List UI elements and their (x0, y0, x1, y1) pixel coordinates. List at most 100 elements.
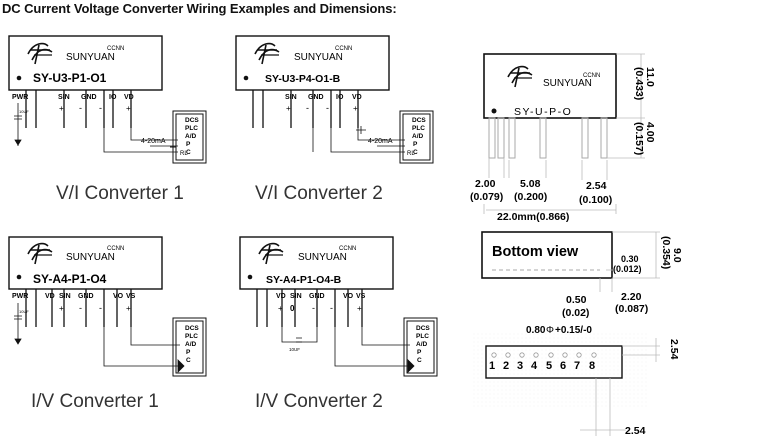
pin-label: VD (124, 94, 134, 101)
pin-number: 8 (589, 360, 595, 372)
dcs-label: DCS (412, 117, 426, 124)
svg-text:-: - (330, 303, 333, 313)
svg-text:-: - (326, 103, 329, 113)
module-vi-converter-1: CCNN SUNYUAN SY-U3-P1-O1 PWR SIN GND IO … (8, 35, 207, 164)
dcs-label: A/D (185, 341, 197, 348)
brand-name: SUNYUAN (543, 78, 592, 89)
svg-text:-: - (79, 303, 82, 313)
pin-label: PWR (12, 293, 28, 300)
dcs-label: PLC (185, 125, 198, 132)
part-number: SY-U3-P1-O1 (33, 71, 107, 85)
caption-iv-converter-2: I/V Converter 2 (255, 391, 383, 412)
pin-label: VS (356, 293, 366, 300)
dim-t3-in: (0.087) (615, 303, 648, 315)
pin-label: VD (276, 293, 286, 300)
caption-vi-converter-2: V/I Converter 2 (255, 183, 383, 204)
svg-text:+: + (126, 104, 131, 113)
cap-label: 10UF (289, 347, 300, 352)
dcs-label: DCS (416, 325, 430, 332)
dcs-label: DCS (185, 325, 199, 332)
dcs-label: A/D (412, 133, 424, 140)
dcs-label: C (413, 149, 418, 156)
dcs-label: PLC (185, 333, 198, 340)
part-label: SY-U-P-O (514, 106, 572, 118)
dim-pin-len: 4.00 (644, 122, 656, 143)
dcs-label: C (417, 357, 422, 364)
pin-number: 7 (574, 360, 580, 372)
brand-name: SUNYUAN (66, 252, 115, 263)
page-title: DC Current Voltage Converter Wiring Exam… (2, 1, 397, 16)
pin-label: GND (308, 94, 324, 101)
pin-number: 5 (546, 360, 552, 372)
pin-label: SIN (59, 293, 71, 300)
dcs-label: C (186, 357, 191, 364)
brand-name: SUNYUAN (294, 52, 343, 63)
dim-height-in: (0.433) (633, 67, 645, 100)
dim-height: 11.0 (644, 67, 656, 87)
dim-length: 22.0mm(0.866) (497, 211, 569, 223)
module-iv-converter-2: CCNN SUNYUAN SY-A4-P1-O4-B VD SIN GND VO… (239, 236, 438, 377)
dim-hole: 0.80 (526, 325, 546, 336)
dim-pitch3-in: (0.100) (579, 194, 612, 206)
dim-t3: 2.20 (621, 291, 642, 303)
dim-pitch1-in: (0.079) (470, 191, 503, 203)
svg-text:+: + (278, 304, 283, 313)
dcs-label: DCS (185, 117, 199, 124)
dim-width: 9.0 (671, 248, 683, 263)
part-number: SY-U3-P4-O1-B (265, 73, 341, 85)
pin-label: SIN (290, 293, 302, 300)
svg-text:+: + (59, 104, 64, 113)
pin-number: 2 (503, 360, 509, 372)
brand-cnn: CCNN (335, 46, 352, 52)
dim-hole-tol: +0.15/-0 (555, 325, 592, 336)
dim-pin-len-in: (0.157) (633, 122, 645, 155)
pin-number: 3 (517, 360, 523, 372)
svg-text:+: + (357, 304, 362, 313)
module-iv-converter-1: CCNN SUNYUAN SY-A4-P1-O4 PWR VD SIN GND … (8, 236, 207, 377)
bottom-view-label: Bottom view (492, 244, 579, 260)
caption-vi-converter-1: V/I Converter 1 (56, 183, 184, 204)
cap-label: 10UF (19, 109, 29, 114)
dcs-label: A/D (416, 341, 428, 348)
svg-text:+: + (353, 104, 358, 113)
dimension-side-view: CCNN SUNYUAN SY-U-P-O 11.0 (0.433) 4.00 … (470, 53, 656, 223)
dim-t2-in: (0.02) (562, 307, 589, 319)
dim-width-in: (0.354) (660, 236, 672, 269)
dcs-label: PLC (412, 125, 425, 132)
brand-name: SUNYUAN (298, 252, 347, 263)
pin-label: VD (45, 293, 55, 300)
dim-pitch2-in: (0.200) (514, 191, 547, 203)
pin-label: VD (352, 94, 362, 101)
svg-text:-: - (99, 303, 102, 313)
svg-text:+: + (59, 304, 64, 313)
module-vi-converter-2: CCNN SUNYUAN SY-U3-P4-O1-B SIN GND IO VD… (235, 35, 434, 164)
dcs-label: P (186, 349, 191, 356)
dim-t1-in: (0.012) (613, 264, 642, 274)
dim-pitch2: 5.08 (520, 178, 541, 190)
caption-iv-converter-1: I/V Converter 1 (31, 391, 159, 412)
dim-pitch1: 2.00 (475, 178, 496, 190)
dcs-label: P (186, 141, 191, 148)
pin-number: 6 (560, 360, 566, 372)
brand-name: SUNYUAN (66, 52, 115, 63)
pin-label: PWR (12, 94, 28, 101)
dim-t2: 0.50 (566, 294, 587, 306)
dcs-label: C (186, 149, 191, 156)
signal-label: 4-20mA (368, 138, 393, 145)
brand-cnn: CCNN (107, 46, 124, 52)
pin-label: GND (81, 94, 97, 101)
pin-label: VO (113, 293, 124, 300)
dcs-label: P (413, 141, 418, 148)
svg-text:-: - (79, 103, 82, 113)
pin-number: 1 (489, 360, 495, 372)
brand-cnn: CCNN (107, 246, 124, 252)
dimension-bottom-view: Bottom view 0.30 (0.012) 9.0 (0.354) 0.5… (481, 231, 683, 319)
phi-symbol: Φ (546, 325, 554, 336)
dim-t1: 0.30 (621, 254, 639, 264)
dim-grid-v: 2.54 (668, 339, 680, 360)
dim-grid-h: 2.54 (625, 425, 646, 437)
svg-text:-: - (99, 103, 102, 113)
dim-pitch3: 2.54 (586, 180, 607, 192)
dcs-label: A/D (185, 133, 197, 140)
